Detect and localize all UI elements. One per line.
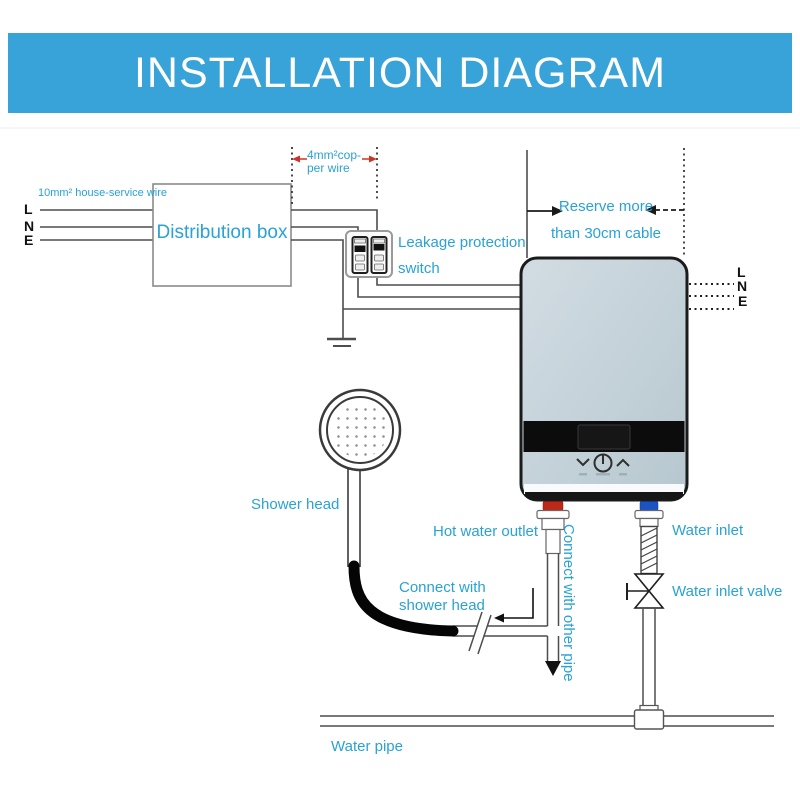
display-screen	[577, 424, 631, 450]
pipe-direction-arrow	[545, 661, 561, 676]
terminal-right-l: L	[737, 264, 746, 280]
water-inlet-valve-label: Water inlet valve	[672, 583, 783, 600]
shower-spray-dots	[332, 402, 388, 458]
tee-fitting	[633, 704, 665, 730]
connect-shower-head-label: Connect with shower head	[399, 579, 486, 614]
copper-wires	[291, 150, 528, 338]
terminal-right-n: N	[737, 278, 748, 294]
leakage-switch-icon	[345, 230, 393, 278]
dotted-guides	[291, 147, 685, 255]
hot-water-pipe	[453, 553, 560, 662]
hot-water-outlet-fitting	[536, 501, 570, 555]
water-heater-unit	[519, 256, 689, 502]
terminal-left-l: L	[24, 201, 33, 217]
water-pipe-label: Water pipe	[331, 738, 403, 755]
right-terminal-leads	[689, 283, 734, 310]
leakage-switch-label: Leakage protection switch	[398, 234, 526, 277]
distribution-box-label: Distribution box	[156, 222, 288, 243]
power-icon	[593, 453, 613, 473]
reserve-cable-arrows	[527, 205, 684, 216]
cold-water-pipe	[642, 608, 656, 708]
copper-wire-label: 4mm²cop- per wire	[307, 148, 362, 175]
connect-other-pipe-label: Connect with other pipe	[560, 524, 577, 682]
distribution-box-outline	[152, 183, 292, 287]
terminal-right-e: E	[738, 293, 748, 309]
water-inlet-valve-icon	[626, 573, 665, 609]
terminal-left-n: N	[24, 218, 35, 234]
house-service-wire-label: 10mm² house-service wire	[38, 187, 167, 199]
shower-head-label: Shower head	[251, 496, 340, 513]
hot-water-outlet-label: Hot water outlet	[433, 523, 539, 540]
ground-symbol	[327, 337, 356, 347]
house-service-wires	[40, 209, 153, 241]
pipe-break-mark	[468, 610, 492, 655]
water-inlet-label: Water inlet	[672, 522, 744, 539]
connect-arrow	[494, 588, 534, 623]
water-inlet-fitting	[634, 501, 664, 575]
water-pipe-horizontal	[320, 715, 774, 727]
temp-down-icon	[576, 458, 590, 467]
header-banner: INSTALLATION DIAGRAM	[8, 33, 792, 113]
page-title: INSTALLATION DIAGRAM	[133, 48, 667, 97]
terminal-left-e: E	[24, 232, 34, 248]
temp-up-icon	[616, 458, 630, 467]
reserve-cable-label: Reserve more than 30cm cable	[550, 198, 662, 242]
copper-wire-arrows	[292, 155, 377, 163]
shower-hose	[348, 560, 459, 637]
